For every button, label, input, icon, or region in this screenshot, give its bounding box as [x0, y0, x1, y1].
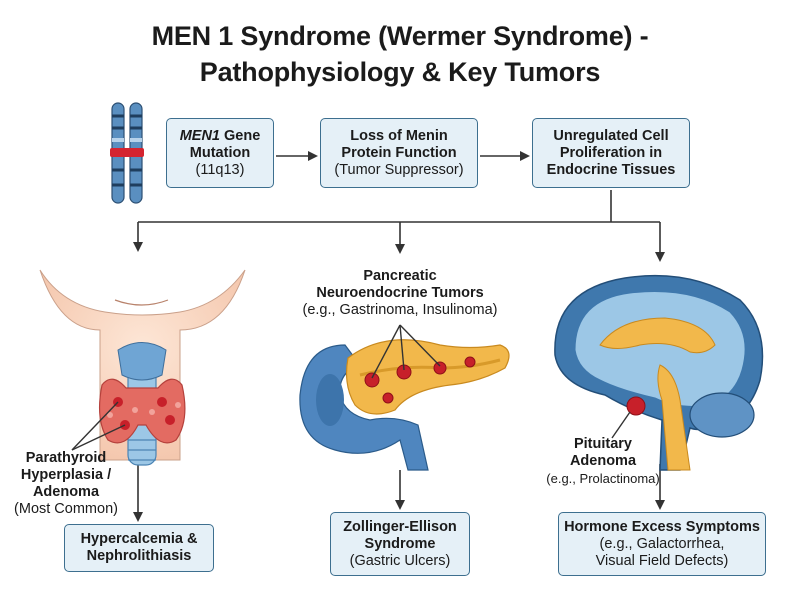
parathyroid-note: (Most Common): [14, 501, 118, 517]
pituitary-label-1: Pituitary: [573, 436, 632, 452]
hormone-line-2: (e.g., Galactorrhea,: [599, 535, 725, 552]
gene-locus: (11q13): [195, 161, 245, 178]
brain-illustration: [554, 274, 764, 471]
gene-mutation-line: Mutation: [189, 144, 251, 161]
pituitary-label-2: Adenoma: [569, 453, 637, 469]
pancreas-label: Pancreatic Neuroendocrine Tumors (e.g., …: [270, 268, 530, 319]
pancreas-illustration: [299, 324, 510, 471]
title-line-2: Pathophysiology & Key Tumors: [199, 57, 601, 87]
parathyroid-label-1: Parathyroid: [25, 450, 107, 466]
men1-gene-name: MEN1: [179, 127, 220, 144]
hypercalcemia-line-2: Nephrolithiasis: [86, 548, 192, 564]
prolif-line-1: Unregulated Cell: [553, 127, 669, 144]
pancreas-label-1: Pancreatic: [363, 268, 437, 284]
menin-line-1: Loss of Menin: [350, 127, 448, 144]
pancreas-note: (e.g., Gastrinoma, Insulinoma): [302, 302, 498, 318]
hormone-line-3: Visual Field Defects): [595, 552, 729, 569]
pituitary-label: Pituitary Adenoma (e.g., Prolactinoma): [528, 436, 678, 487]
parathyroid-label: Parathyroid Hyperplasia / Adenoma (Most …: [2, 450, 130, 518]
menin-loss-box: Loss of Menin Protein Function (Tumor Su…: [320, 118, 478, 188]
neck-thyroid-illustration: [39, 269, 246, 466]
parathyroid-label-3: Adenoma: [32, 484, 100, 500]
zollinger-ellison-box: Zollinger-Ellison Syndrome (Gastric Ulce…: [330, 512, 470, 576]
chromosome-icon: [110, 102, 144, 204]
gene-mutation-box: MEN1 Gene Mutation (11q13): [166, 118, 274, 188]
hypercalcemia-line-1: Hypercalcemia &: [80, 531, 198, 547]
pancreas-label-2: Neuroendocrine Tumors: [316, 285, 484, 301]
zollinger-line-3: (Gastric Ulcers): [349, 552, 451, 569]
parathyroid-label-2: Hyperplasia /: [20, 467, 112, 483]
menin-line-2: Protein Function: [341, 144, 457, 161]
zollinger-line-1: Zollinger-Ellison: [343, 518, 457, 535]
hypercalcemia-box: Hypercalcemia & Nephrolithiasis: [64, 524, 214, 572]
menin-line-3: (Tumor Suppressor): [334, 161, 464, 178]
prolif-line-3: Endocrine Tissues: [546, 161, 676, 178]
title-line-1: MEN 1 Syndrome (Wermer Syndrome) -: [151, 21, 649, 51]
proliferation-box: Unregulated Cell Proliferation in Endocr…: [532, 118, 690, 188]
hormone-line-1: Hormone Excess Symptoms: [564, 518, 760, 535]
pituitary-note: (e.g., Prolactinoma): [546, 471, 660, 486]
zollinger-line-2: Syndrome: [364, 535, 436, 552]
hormone-excess-box: Hormone Excess Symptoms (e.g., Galactorr…: [558, 512, 766, 576]
prolif-line-2: Proliferation in: [559, 144, 663, 161]
gene-word: Gene: [220, 127, 261, 144]
